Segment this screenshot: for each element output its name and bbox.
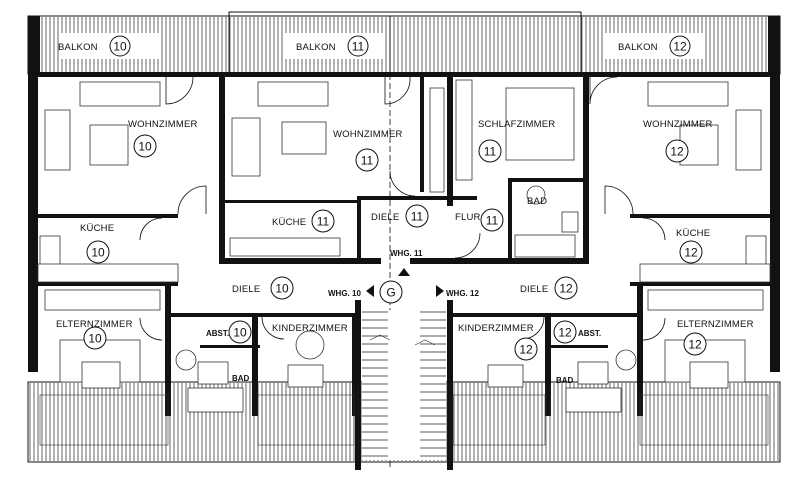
room-label-elternzimmer-12: ELTERNZIMMER [677, 319, 754, 330]
room-label-wohnzimmer-11: WOHNZIMMER [333, 129, 403, 140]
unit-number-elternzimmer-12: 12 [688, 338, 702, 352]
unit-badge-flur-11 [480, 208, 504, 232]
entrance-label-whg-10: WHG. 10 [328, 289, 361, 298]
room-label-diele-11: DIELE [371, 212, 399, 223]
staircase-label: G [386, 286, 395, 300]
unit-badge-wohnzimmer-10 [133, 134, 157, 158]
unit-number-diele-11: 11 [411, 210, 424, 224]
balcony-label-10: BALKON [58, 42, 98, 53]
unit-badge-diele-12 [554, 276, 578, 300]
unit-number-kinderzimmer-12: 12 [519, 343, 533, 357]
unit-badge-abst-12 [553, 320, 577, 344]
room-label-elternzimmer-10: ELTERNZIMMER [56, 319, 133, 330]
room-label-kueche-12: KÜCHE [676, 228, 710, 239]
unit-badge-balcony-12 [669, 35, 691, 57]
entrance-arrow-whg-10 [366, 285, 374, 297]
unit-badge-elternzimmer-10 [83, 326, 107, 350]
room-label-kinderzimmer-12: KINDERZIMMER [458, 323, 534, 334]
unit-badge-diele-10 [270, 276, 294, 300]
staircase [362, 310, 446, 460]
entrance-label-whg-12: WHG. 12 [446, 289, 479, 298]
room-label-diele-12: DIELE [520, 284, 548, 295]
unit-badge-wohnzimmer-11 [355, 148, 379, 172]
unit-number-elternzimmer-10: 10 [88, 332, 102, 346]
unit-number-kueche-11: 11 [317, 215, 330, 229]
room-label-wohnzimmer-10: WOHNZIMMER [128, 119, 198, 130]
balcony-strip [27, 11, 781, 75]
unit-number-kueche-10: 10 [91, 246, 105, 260]
unit-number-abst-12: 12 [558, 326, 572, 340]
unit-number-wohnzimmer-11: 11 [361, 154, 374, 168]
room-label-kueche-11: KÜCHE [272, 217, 306, 228]
room-label-schlafzimmer-11: SCHLAFZIMMER [478, 119, 555, 130]
unit-badge-kueche-10 [86, 240, 110, 264]
balcony-label-11: BALKON [296, 42, 336, 53]
room-label-wohnzimmer-12: WOHNZIMMER [643, 119, 713, 130]
room-label-bad-11: BAD [527, 196, 547, 207]
room-label-diele-10: DIELE [232, 284, 260, 295]
unit-badge-elternzimmer-12 [683, 332, 707, 356]
doors [139, 76, 666, 341]
unit-badge-abst-10 [228, 320, 252, 344]
entrance-label-whg-11: WHG. 11 [390, 249, 423, 258]
entrance-arrow-whg-12 [436, 285, 444, 297]
room-label-flur-11: FLUR [455, 212, 481, 223]
unit-number-diele-12: 12 [559, 282, 573, 296]
unit-number-wohnzimmer-12: 12 [670, 145, 684, 159]
unit-number-balcony-12: 12 [673, 40, 687, 54]
unit-badge-balcony-11 [347, 35, 369, 57]
unit-badge-kinderzimmer-12 [514, 337, 538, 361]
unit-number-abst-10: 10 [233, 326, 247, 340]
room-label-bad-10: BAD [232, 374, 250, 383]
unit-badge-wohnzimmer-12 [665, 139, 689, 163]
unit-number-kueche-12: 12 [684, 246, 698, 260]
unit-badge-diele-11 [405, 204, 429, 228]
room-label-bad-12: BAD [556, 376, 574, 385]
unit-number-flur-11: 11 [486, 214, 499, 228]
unit-number-wohnzimmer-10: 10 [138, 140, 152, 154]
staircase-badge [379, 280, 403, 304]
unit-number-balcony-11: 11 [352, 40, 365, 54]
entrance-arrow-whg-11 [398, 268, 410, 276]
unit-number-diele-10: 10 [275, 282, 289, 296]
room-label-kinderzimmer-10: KINDERZIMMER [272, 323, 348, 334]
furniture [37, 79, 771, 413]
unit-badge-kueche-11 [311, 209, 335, 233]
unit-badge-schlafzimmer-11 [478, 139, 502, 163]
room-label-abst-12: ABST. [578, 329, 601, 338]
balcony-label-12: BALKON [618, 42, 658, 53]
unit-number-balcony-10: 10 [113, 40, 127, 54]
room-label-kueche-10: KÜCHE [80, 223, 114, 234]
unit-badge-balcony-10 [109, 35, 131, 57]
room-label-abst-10: ABST. [206, 329, 229, 338]
unit-badge-kueche-12 [679, 240, 703, 264]
unit-number-schlafzimmer-11: 11 [484, 145, 497, 159]
